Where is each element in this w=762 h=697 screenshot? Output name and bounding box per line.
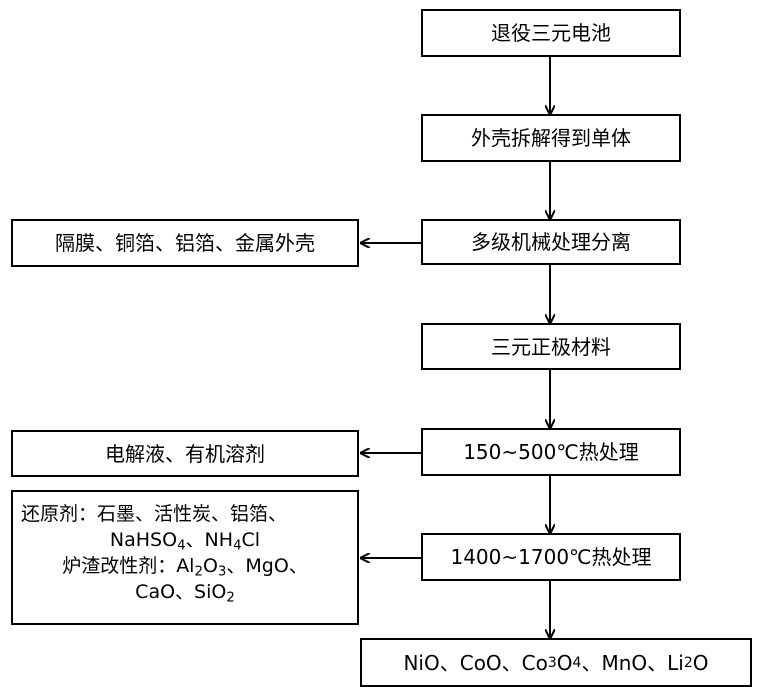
slag-modifier-line-2: CaO、SiO2 [135,581,235,606]
step-mechanical-separation: 多级机械处理分离 [421,219,681,265]
output-volatiles: 电解液、有机溶剂 [11,430,359,477]
step-cathode-material: 三元正极材料 [421,323,681,370]
reductant-line: 还原剂：石墨、活性炭、铝箔、 [21,503,288,525]
slag-modifier-line: 炉渣改性剂：Al2O3、MgO、 [62,555,308,580]
step-low-temp-treatment: 150~500℃热处理 [421,428,681,476]
step-shell-disassembly: 外壳拆解得到单体 [421,114,681,162]
step-retired-battery: 退役三元电池 [421,9,681,57]
reductant-line-2: NaHSO4、NH4Cl [109,529,261,554]
input-reagents: 还原剂：石墨、活性炭、铝箔、 NaHSO4、NH4Cl 炉渣改性剂：Al2O3、… [11,490,359,625]
step-high-temp-treatment: 1400~1700℃热处理 [421,533,681,581]
output-separated-parts: 隔膜、铜箔、铝箔、金属外壳 [11,219,359,267]
